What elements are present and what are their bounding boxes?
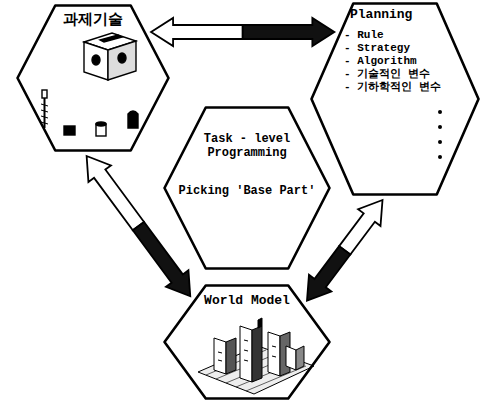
node-heading: World Model: [187, 293, 307, 309]
world-model-hexagon: World Model: [163, 284, 331, 400]
world-column: [268, 332, 280, 376]
block-hole: [118, 53, 126, 63]
planning-hexagon: Planning - Rule- Strategy- Algorithm- 기술적…: [310, 2, 480, 196]
screw-head: [42, 90, 47, 98]
list-item: - 기하학적인 변수: [344, 81, 470, 94]
world-block: [214, 338, 226, 374]
list-dot: [438, 125, 442, 129]
block-front: [84, 42, 108, 80]
hexagon-border: [18, 6, 169, 151]
knob-part: [128, 111, 138, 128]
list-dot: [438, 140, 442, 144]
world-block-side: [226, 338, 236, 374]
screw-thread: [41, 104, 48, 124]
world-tower: [240, 326, 252, 382]
block-slot: [100, 35, 122, 42]
world-box: [286, 346, 296, 370]
hexagon-border: [312, 4, 479, 195]
arrow-half-white: [151, 18, 243, 46]
world-tower-side: [252, 326, 262, 382]
list-item: - 기술적인 변수: [344, 68, 470, 81]
arrow-half-black: [307, 246, 350, 301]
world-detail: [218, 340, 276, 361]
node-heading: Planning: [350, 7, 460, 23]
world-model-illustration: [198, 318, 314, 394]
list-item: - Strategy: [344, 42, 470, 55]
small-part: [64, 126, 75, 135]
task-description-hexagon: 과제기술: [16, 4, 170, 152]
hexagon-outline: [310, 2, 480, 196]
hexagon-border: [165, 108, 330, 269]
block-side: [108, 41, 136, 80]
arrow-half-white: [339, 200, 382, 255]
arrow-half-black: [243, 18, 335, 46]
double-block-arrow: [151, 18, 334, 46]
double-block-arrow: [87, 156, 191, 296]
world-gripper: [258, 318, 262, 328]
list-dot: [438, 155, 442, 159]
world-box-side: [296, 346, 304, 370]
double-block-arrow: [307, 200, 383, 301]
list-item: - Rule: [344, 29, 470, 42]
list-item: - Algorithm: [344, 55, 470, 68]
list-dots: [438, 110, 442, 159]
task-level-programming-hexagon: Task - level ProgrammingPicking 'Base Pa…: [163, 106, 331, 270]
node-heading: Task - level Programming: [172, 132, 322, 161]
node-body: Picking 'Base Part': [172, 184, 322, 198]
node-heading: 과제기술: [33, 10, 153, 28]
arrow-half-white: [87, 156, 144, 230]
block-hole: [92, 55, 100, 65]
arrow-half-black: [133, 222, 190, 296]
cylinder-top: [96, 122, 106, 126]
hexagon-border: [165, 286, 330, 399]
list-dot: [438, 110, 442, 114]
part-illustration: [41, 33, 138, 136]
